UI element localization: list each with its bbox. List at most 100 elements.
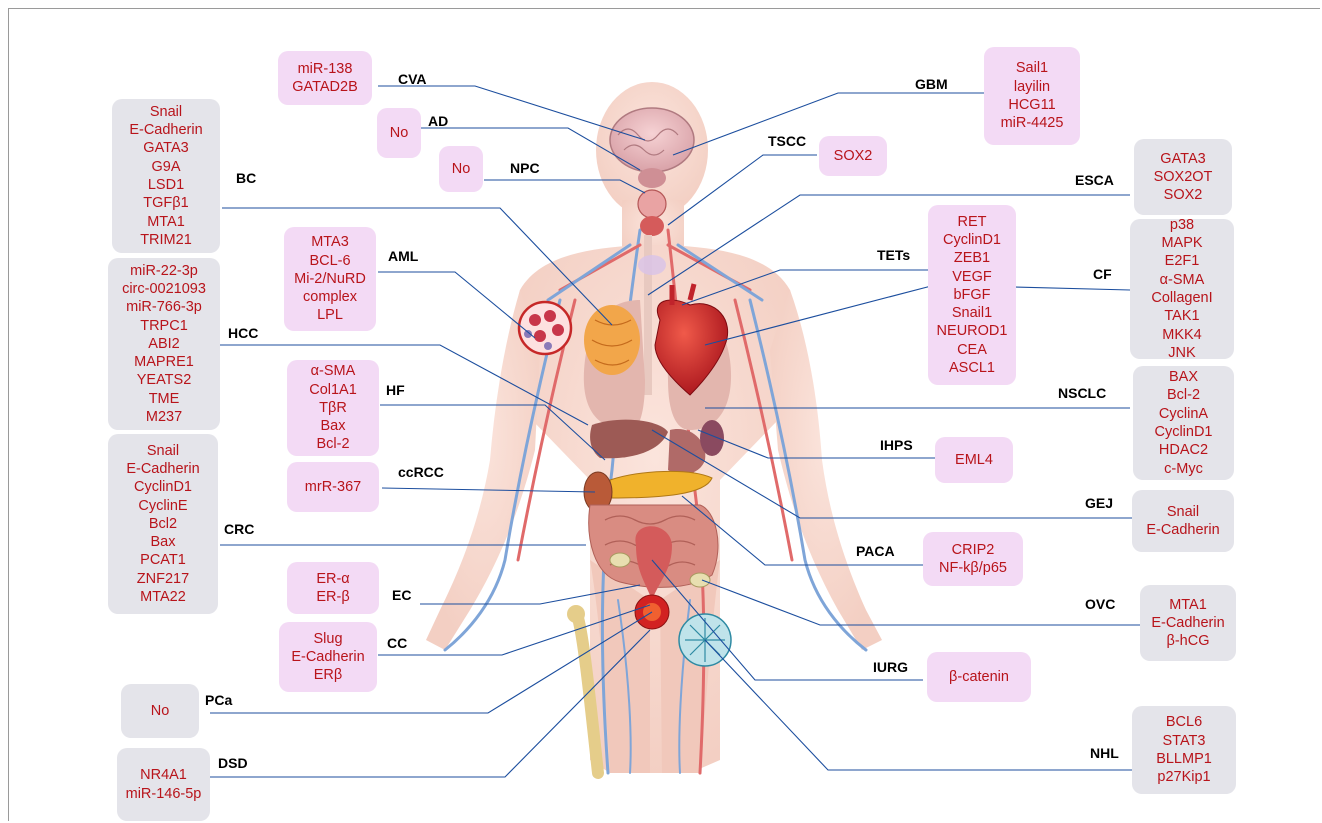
marker-text: p27Kip1 — [1157, 768, 1210, 786]
box-bc: Snail E-Cadherin GATA3 G9A LSD1 TGFβ1 MT… — [112, 99, 220, 253]
label-tscc: TSCC — [768, 133, 806, 149]
box-ihps: EML4 — [935, 437, 1013, 483]
marker-text: MTA1 — [1169, 596, 1207, 614]
marker-text: Sail1 — [1016, 59, 1048, 77]
marker-text: TRIM21 — [140, 231, 192, 249]
marker-text: CyclinD1 — [1154, 423, 1212, 441]
label-tets: TETs — [877, 247, 910, 263]
marker-text: Snail — [150, 103, 182, 121]
box-ovc: MTA1 E-Cadherin β-hCG — [1140, 585, 1236, 661]
marker-text: α-SMA — [1160, 271, 1205, 289]
label-crc: CRC — [224, 521, 254, 537]
marker-text: α-SMA — [311, 362, 356, 380]
marker-text: β-hCG — [1167, 632, 1210, 650]
marker-text: mrR-367 — [305, 478, 361, 496]
label-bc: BC — [236, 170, 256, 186]
marker-text: STAT3 — [1163, 732, 1206, 750]
box-dsd: NR4A1 miR-146-5p — [117, 748, 210, 821]
marker-text: E-Cadherin — [1151, 614, 1224, 632]
marker-text: MTA1 — [147, 213, 185, 231]
marker-text: NEUROD1 — [937, 322, 1008, 340]
marker-text: E2F1 — [1165, 252, 1200, 270]
marker-text: MAPRE1 — [134, 353, 194, 371]
marker-text: G9A — [151, 158, 180, 176]
marker-text: HCG11 — [1008, 96, 1055, 114]
marker-text: RET — [958, 213, 987, 231]
marker-text: Bcl-2 — [316, 435, 349, 453]
marker-text: NR4A1 — [140, 766, 187, 784]
label-hcc: HCC — [228, 325, 258, 341]
marker-text: No — [452, 160, 471, 178]
box-gej: Snail E-Cadherin — [1132, 490, 1234, 552]
marker-text: CyclinD1 — [134, 478, 192, 496]
marker-text: Bax — [151, 533, 176, 551]
marker-text: GATA3 — [1160, 150, 1205, 168]
box-esca: GATA3 SOX2OT SOX2 — [1134, 139, 1232, 215]
label-ccrcc: ccRCC — [398, 464, 444, 480]
breast — [584, 305, 640, 375]
marker-text: Snail — [147, 442, 179, 460]
box-iurg: β-catenin — [927, 652, 1031, 702]
marker-text: Bcl-2 — [1167, 386, 1200, 404]
label-gej: GEJ — [1085, 495, 1113, 511]
marker-text: CyclinA — [1159, 405, 1208, 423]
marker-text: BAX — [1169, 368, 1198, 386]
marker-text: CyclinD1 — [943, 231, 1001, 249]
marker-text: GATA3 — [143, 139, 188, 157]
marker-text: β-catenin — [949, 668, 1009, 686]
marker-text: BCL-6 — [309, 252, 350, 270]
box-cf: p38 MAPK E2F1 α-SMA CollagenI TAK1 MKK4 … — [1130, 219, 1234, 359]
marker-text: HDAC2 — [1159, 441, 1208, 459]
marker-text: Bcl2 — [149, 515, 177, 533]
marker-text: ZNF217 — [137, 570, 189, 588]
box-tscc: SOX2 — [819, 136, 887, 176]
label-aml: AML — [388, 248, 418, 264]
marker-text: miR-138 — [298, 60, 353, 78]
label-gbm: GBM — [915, 76, 948, 92]
box-crc: Snail E-Cadherin CyclinD1 CyclinE Bcl2 B… — [108, 434, 218, 614]
marker-text: TAK1 — [1164, 307, 1199, 325]
marker-text: PCAT1 — [140, 551, 186, 569]
label-ovc: OVC — [1085, 596, 1115, 612]
box-nsclc: BAX Bcl-2 CyclinA CyclinD1 HDAC2 c-Myc — [1133, 366, 1234, 480]
marker-text: ER-β — [316, 588, 349, 606]
throat — [638, 190, 666, 236]
marker-text: No — [151, 702, 170, 720]
marker-text: TME — [149, 390, 180, 408]
marker-text: miR-766-3p — [126, 298, 202, 316]
marker-text: Slug — [313, 630, 342, 648]
marker-text: miR-22-3p — [130, 262, 198, 280]
label-esca: ESCA — [1075, 172, 1114, 188]
marker-text: E-Cadherin — [291, 648, 364, 666]
label-hf: HF — [386, 382, 405, 398]
marker-text: TβR — [319, 399, 347, 417]
marker-text: ER-α — [316, 570, 349, 588]
spleen — [700, 420, 724, 456]
label-ihps: IHPS — [880, 437, 913, 453]
marker-text: M237 — [146, 408, 182, 426]
box-cc: Slug E-Cadherin ERβ — [279, 622, 377, 692]
box-pca: No — [121, 684, 199, 738]
box-hcc: miR-22-3p circ-0021093 miR-766-3p TRPC1 … — [108, 258, 220, 430]
label-cc: CC — [387, 635, 407, 651]
marker-text: LPL — [317, 306, 343, 324]
marker-text: ERβ — [314, 666, 342, 684]
label-npc: NPC — [510, 160, 540, 176]
marker-text: TGFβ1 — [143, 194, 188, 212]
box-ccrcc: mrR-367 — [287, 462, 379, 512]
marker-text: MTA22 — [140, 588, 186, 606]
marker-text: c-Myc — [1164, 460, 1203, 478]
box-npc: No — [439, 146, 483, 192]
marker-text: layilin — [1014, 78, 1050, 96]
box-aml: MTA3 BCL-6 Mi-2/NuRD complex LPL — [284, 227, 376, 331]
marker-text: CRIP2 — [952, 541, 995, 559]
marker-text: SOX2 — [834, 147, 873, 165]
box-gbm: Sail1 layilin HCG11 miR-4425 — [984, 47, 1080, 145]
marker-text: EML4 — [955, 451, 993, 469]
box-ec: ER-α ER-β — [287, 562, 379, 614]
box-nhl: BCL6 STAT3 BLLMP1 p27Kip1 — [1132, 706, 1236, 794]
marker-text: JNK — [1168, 344, 1195, 362]
marker-text: BLLMP1 — [1156, 750, 1212, 768]
marker-text: GATAD2B — [292, 78, 358, 96]
marker-text: Col1A1 — [309, 381, 357, 399]
